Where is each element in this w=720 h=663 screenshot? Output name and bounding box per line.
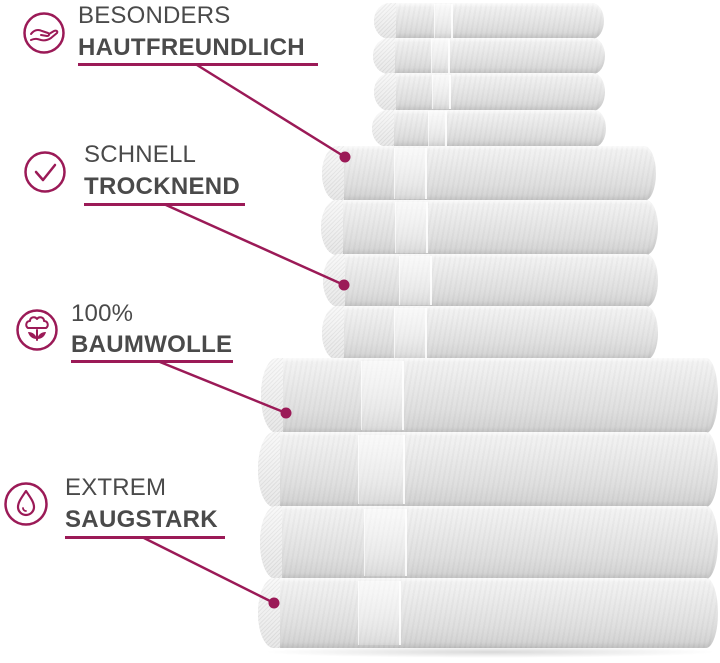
medium-towel [321, 200, 658, 255]
large-towel [258, 432, 718, 507]
connector-line-saugstark [142, 536, 276, 605]
feature-line1: SCHNELL [84, 141, 197, 168]
large-towel [260, 506, 718, 579]
medium-towel [322, 306, 658, 360]
feature-line2: TROCKNEND [84, 173, 241, 200]
connector-line-trocknend [164, 203, 346, 287]
feature-line2: SAUGSTARK [65, 506, 218, 533]
feature-line1: BESONDERS [78, 2, 231, 29]
feature-underline [65, 536, 225, 539]
feature-underline [78, 63, 318, 66]
medium-towel [323, 254, 658, 307]
feature-line2: HAUTFREUNDLICH [78, 34, 305, 61]
feature-line1: EXTREM [65, 474, 167, 501]
connector-line-hautfreundlich [195, 63, 347, 159]
feature-underline [84, 203, 245, 206]
large-towel [258, 578, 718, 648]
small-towel [374, 73, 605, 111]
small-towel [374, 3, 604, 39]
feature-underline [71, 360, 233, 363]
small-towel [373, 38, 605, 74]
medium-towel [322, 146, 656, 201]
feature-line2: BAUMWOLLE [71, 331, 233, 358]
feature-line1: 100% [71, 300, 134, 327]
stack-shadow [262, 646, 718, 658]
large-towel [261, 358, 718, 433]
water-drop-icon [4, 482, 48, 526]
checkmark-icon [24, 151, 66, 193]
small-towel [372, 110, 606, 147]
cotton-flower-icon [16, 309, 58, 351]
hand-icon [23, 12, 65, 54]
